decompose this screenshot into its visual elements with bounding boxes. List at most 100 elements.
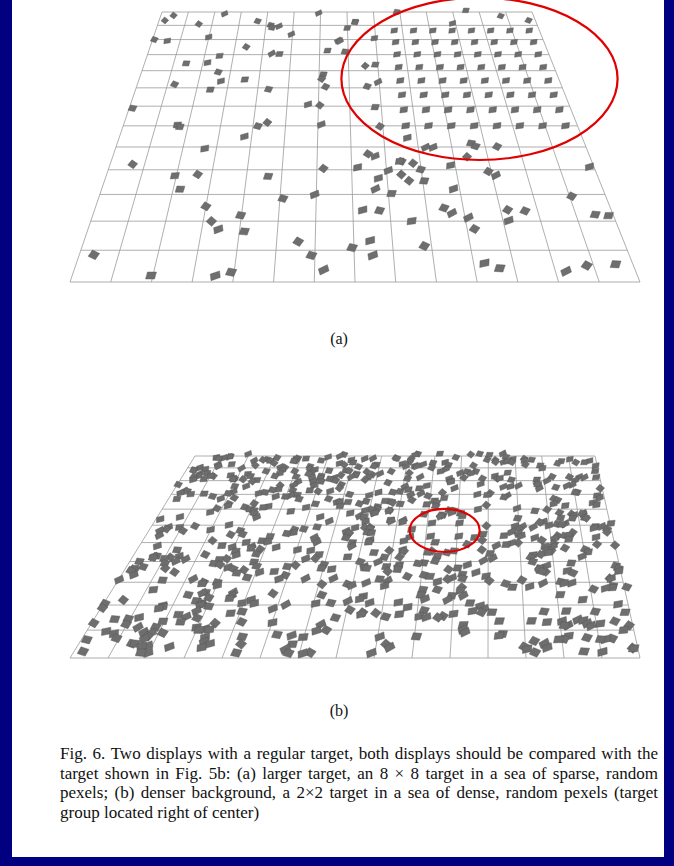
pexel [476, 451, 484, 457]
pexel [371, 509, 379, 516]
pexel [491, 458, 499, 466]
pexel [590, 211, 600, 218]
pexel [226, 530, 236, 538]
pexel [384, 642, 395, 653]
pexel [561, 266, 572, 277]
pexel [410, 28, 417, 34]
pexel [206, 87, 214, 92]
grid-line [153, 39, 543, 40]
pexel [171, 557, 180, 566]
pexel [281, 494, 290, 500]
pexel [164, 642, 174, 652]
pexel [592, 533, 600, 540]
pexel [398, 92, 406, 98]
pexel [200, 550, 210, 558]
pexel [545, 522, 553, 530]
pexel [238, 599, 247, 607]
pexel [81, 635, 92, 644]
pexel [316, 513, 324, 520]
pexel [482, 521, 491, 530]
pexel [555, 107, 563, 113]
pexel [413, 560, 423, 567]
pexel [596, 494, 604, 502]
pexel [371, 35, 378, 41]
pexel [399, 516, 408, 525]
pexel [494, 51, 501, 57]
pexel [336, 452, 344, 459]
pexel [293, 546, 301, 553]
pexel [298, 633, 308, 640]
pexel [370, 509, 379, 518]
pexel [396, 488, 405, 494]
pexel [317, 458, 325, 464]
pexel [507, 483, 514, 490]
grid-line [184, 456, 275, 658]
pexel [531, 508, 540, 514]
pexel [444, 107, 452, 113]
pexel [129, 570, 138, 579]
pexel [494, 265, 505, 273]
pexel [268, 589, 279, 598]
pexel [324, 48, 332, 53]
pexel [343, 596, 353, 606]
grid-line [108, 169, 595, 170]
grid-line [162, 509, 607, 510]
pexel [521, 461, 529, 468]
pexel [259, 456, 267, 463]
pexel [516, 122, 524, 129]
pexel [157, 628, 168, 638]
grid-line [70, 456, 195, 658]
pexel [399, 518, 407, 525]
pexel [355, 595, 364, 603]
pexel [128, 105, 137, 112]
pexel [493, 122, 501, 129]
pexel [169, 568, 179, 577]
pexel [447, 208, 457, 218]
pexel [502, 205, 513, 214]
pexel [385, 507, 394, 515]
pexel [550, 500, 557, 507]
pexel [553, 636, 563, 643]
pexel [393, 455, 401, 461]
pexel [559, 622, 570, 630]
pexel [601, 584, 610, 593]
pexel [419, 241, 430, 251]
pexel [430, 557, 440, 564]
pexel [158, 618, 168, 625]
pexel [374, 78, 382, 86]
pexel [474, 506, 482, 513]
pexel [588, 585, 599, 594]
pexel [474, 491, 481, 498]
pexel [463, 561, 472, 569]
pexel [535, 51, 542, 57]
pexel [351, 19, 358, 24]
pexel [502, 542, 511, 548]
pexel [290, 458, 298, 464]
grid-line [412, 456, 435, 658]
pexel [483, 456, 491, 463]
pexel [447, 122, 455, 129]
pexel [388, 489, 397, 496]
pexel [578, 552, 587, 561]
pexel [394, 610, 404, 617]
pexel [148, 554, 158, 562]
pexel [370, 463, 378, 470]
pexel [457, 64, 464, 70]
pexel [539, 122, 547, 129]
pexel [349, 460, 357, 465]
pexel [149, 586, 158, 593]
pexel [347, 243, 358, 251]
pexel [384, 546, 394, 555]
pexel [271, 473, 280, 480]
pexel [347, 473, 355, 481]
pexel [443, 565, 453, 574]
pexel [367, 530, 376, 536]
grid-line [91, 221, 616, 222]
grid-line [336, 456, 382, 658]
pexel [526, 28, 533, 34]
pexel [425, 573, 435, 579]
pexel [426, 533, 434, 540]
pexel [182, 61, 190, 66]
pexel [528, 558, 538, 566]
grid-line [108, 456, 222, 658]
